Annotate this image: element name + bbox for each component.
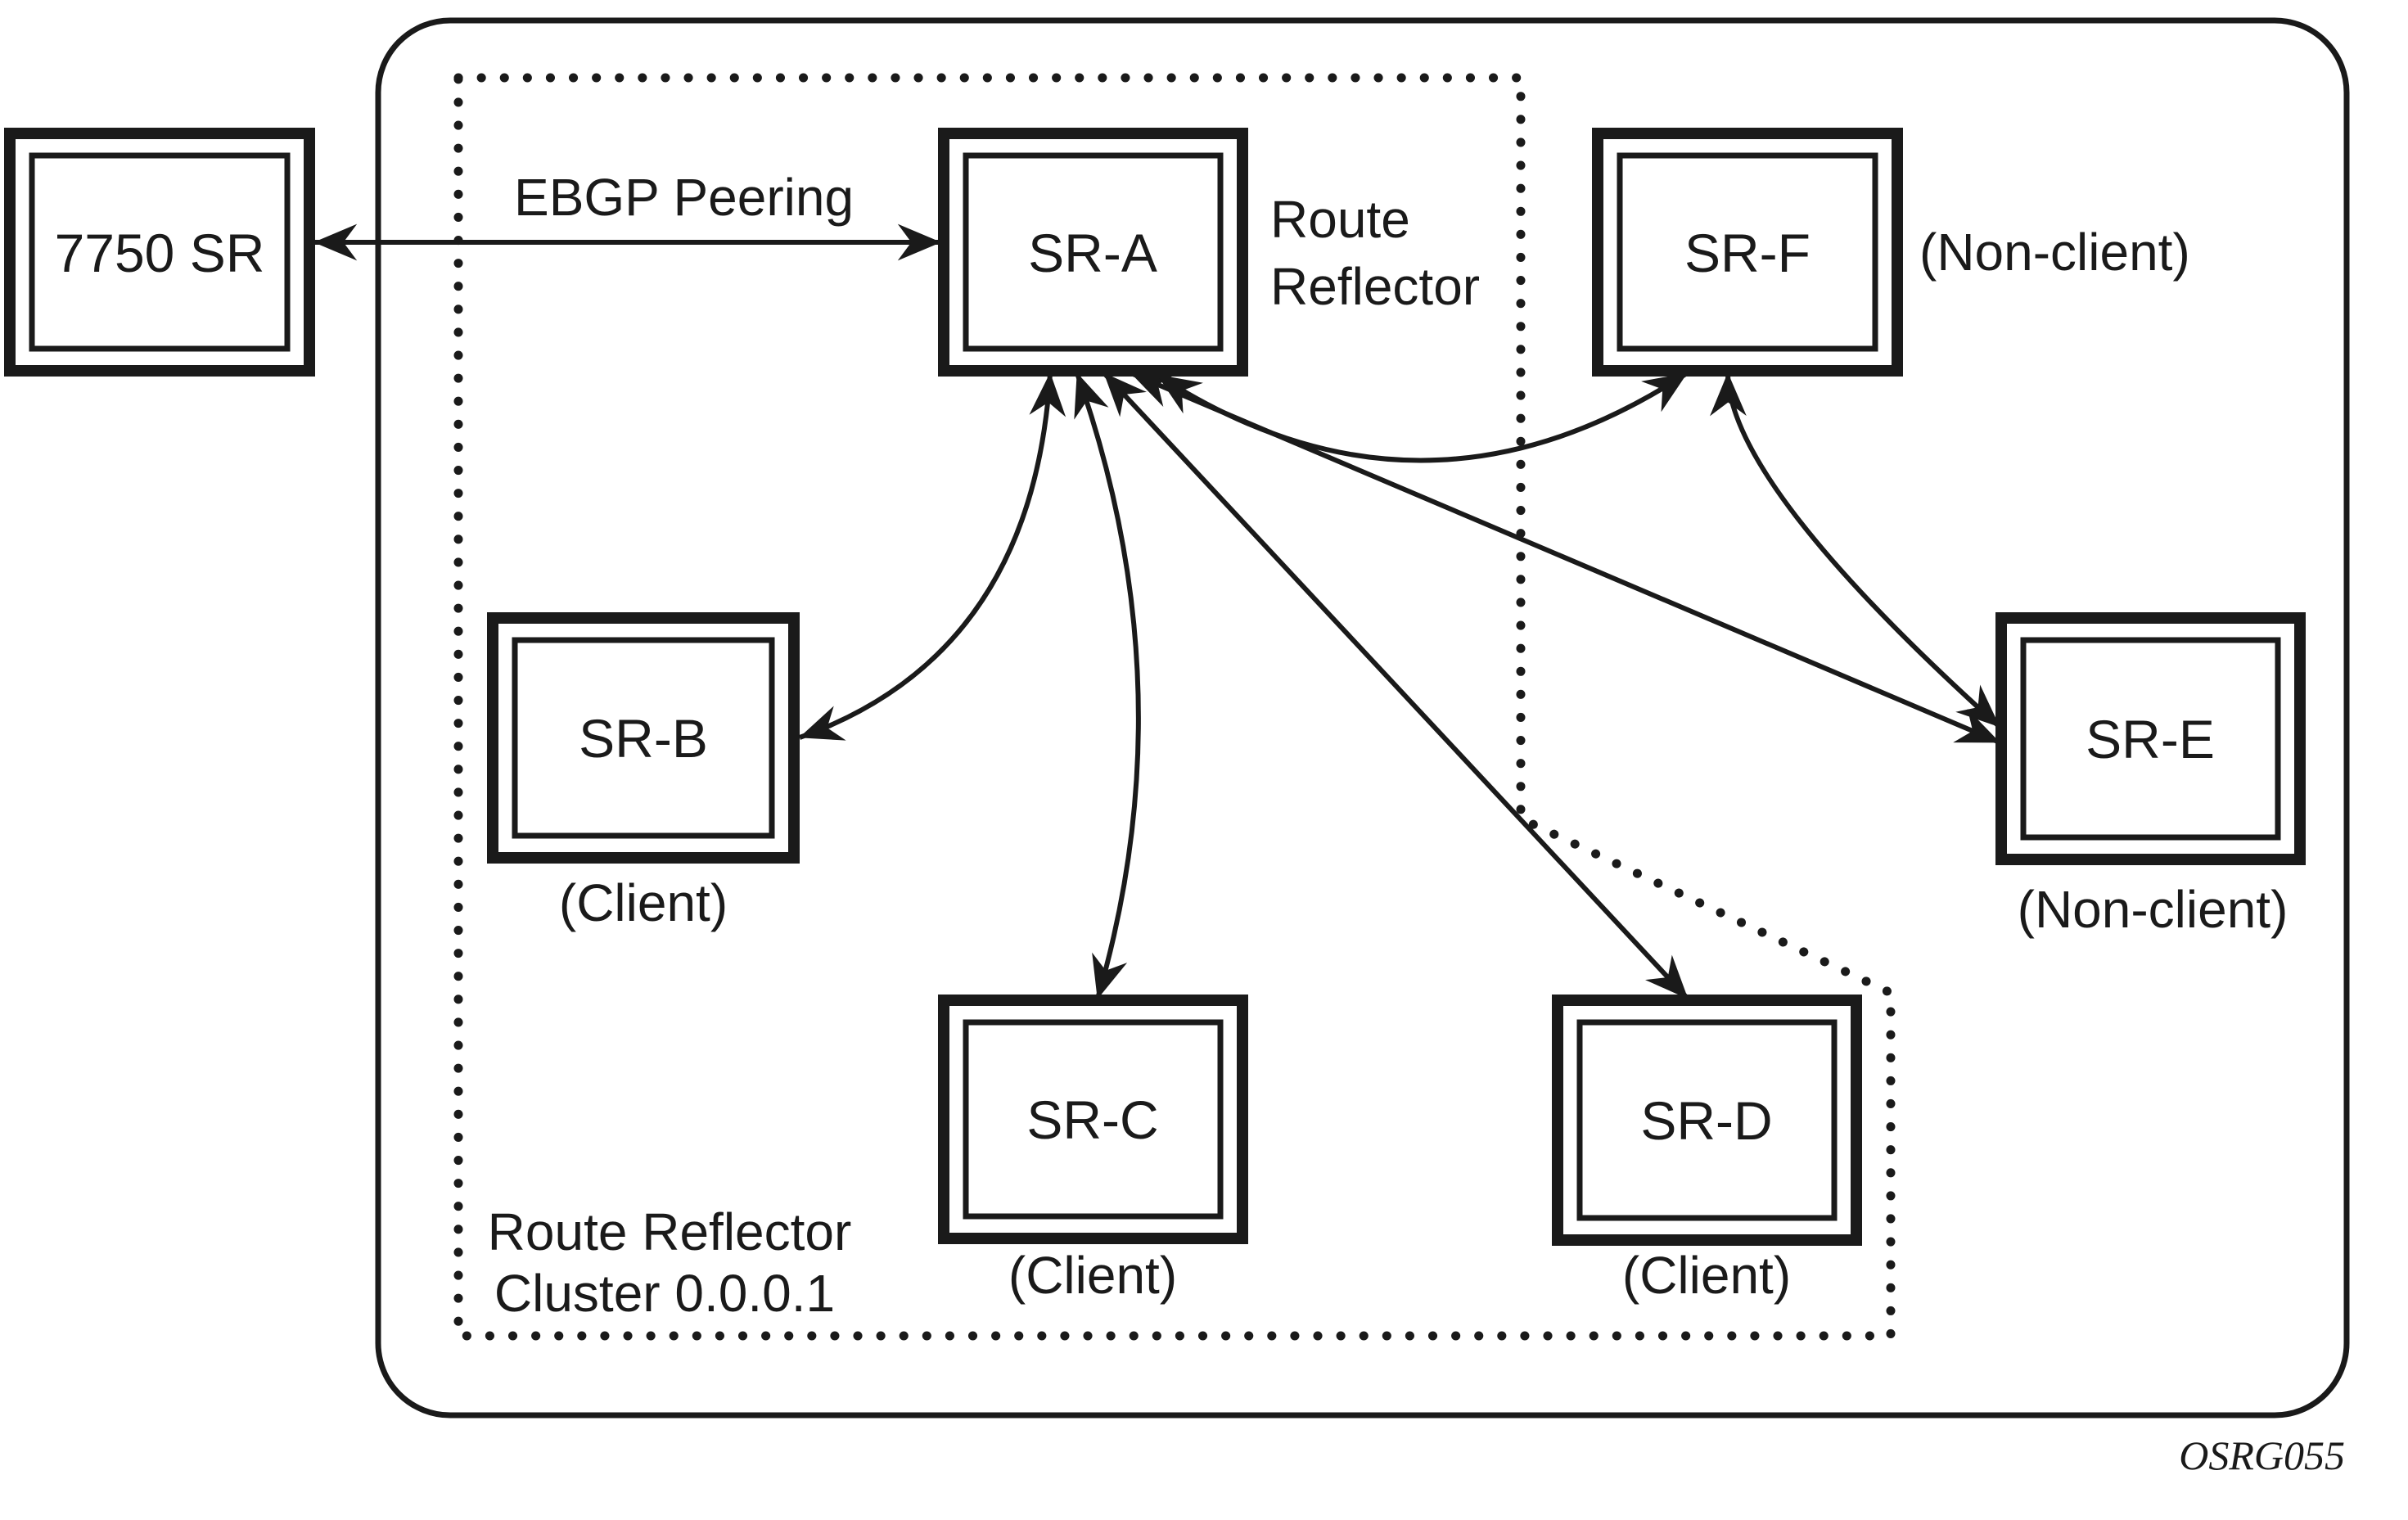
- as-boundary-rounded-rect: [375, 17, 2350, 1419]
- node-sr-e-label: SR-E: [2086, 709, 2215, 769]
- node-sr-f-outer-box: [1592, 128, 1903, 377]
- arrow-sra-srf: [1156, 371, 1689, 463]
- node-sr-f: SR-F: [1592, 128, 1903, 377]
- node-sr-c-inner-box: [963, 1019, 1224, 1220]
- node-sr-d-inner-box: [1576, 1019, 1838, 1221]
- node-sr-b-label: SR-B: [579, 708, 708, 769]
- arrow-sra-srd: [1102, 371, 1690, 1001]
- node-sr-f-label: SR-F: [1684, 223, 1811, 283]
- node-sr-a-outer-box: [938, 128, 1248, 377]
- node-sr-c: SR-C: [938, 995, 1248, 1244]
- node-sr-a-label: SR-A: [1028, 223, 1157, 283]
- sr-c-role-label: (Client): [1008, 1246, 1177, 1305]
- node-sr-d: SR-D: [1552, 995, 1862, 1246]
- node-sr-e: SR-E: [1995, 612, 2306, 865]
- ebgp-peering-label: EBGP Peering: [514, 168, 854, 227]
- sr-d-role-label: (Client): [1622, 1246, 1791, 1305]
- sr-b-role-label: (Client): [559, 873, 728, 932]
- node-sr-a: SR-A: [938, 128, 1248, 377]
- node-7750-sr-outer-box: [4, 128, 315, 377]
- figure-code: OSRG055: [2179, 1432, 2345, 1478]
- node-7750-sr-inner-box: [29, 152, 291, 352]
- node-7750-sr-label: 7750 SR: [55, 223, 265, 283]
- node-sr-b-outer-box: [487, 612, 800, 864]
- arrow-sra-src: [1074, 372, 1141, 999]
- node-sr-e-inner-box: [2020, 637, 2281, 841]
- cluster-dotted-boundary: [453, 73, 1896, 1341]
- arrow-srf-sre: [1710, 372, 2002, 729]
- route-reflector-annotation-line2: Reflector: [1270, 257, 1480, 316]
- node-sr-b-inner-box: [512, 637, 775, 839]
- node-sr-d-label: SR-D: [1640, 1090, 1772, 1151]
- node-sr-c-label: SR-C: [1026, 1089, 1158, 1150]
- arrow-sra-srb: [798, 372, 1066, 741]
- sr-e-role-label: (Non-client): [2018, 880, 2289, 939]
- connections: [313, 223, 2002, 1001]
- cluster-label-line1: Route Reflector: [488, 1202, 852, 1261]
- node-sr-e-outer-box: [1995, 612, 2306, 865]
- node-sr-d-outer-box: [1552, 995, 1862, 1246]
- cluster-label-line2: Cluster 0.0.0.1: [494, 1264, 835, 1323]
- node-7750-sr: 7750 SR: [4, 128, 315, 377]
- node-sr-f-inner-box: [1617, 152, 1878, 352]
- sr-f-role-label: (Non-client): [1919, 223, 2190, 282]
- route-reflector-annotation-line1: Route: [1270, 190, 1410, 249]
- node-sr-c-outer-box: [938, 995, 1248, 1244]
- node-sr-b: SR-B: [487, 612, 800, 864]
- node-sr-a-inner-box: [963, 152, 1224, 352]
